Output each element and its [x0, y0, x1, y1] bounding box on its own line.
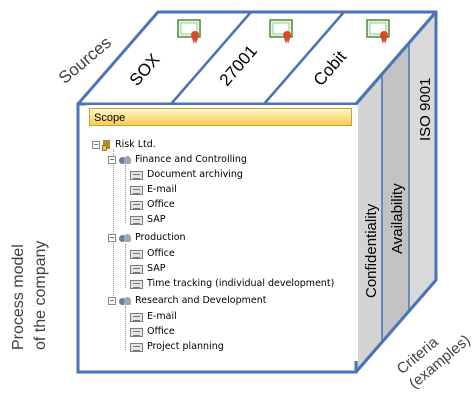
application-icon	[130, 185, 143, 195]
top-divider-1	[170, 11, 252, 105]
tree-item-label: Office	[147, 199, 175, 210]
people-icon	[118, 296, 132, 307]
company-icon	[102, 139, 112, 151]
tree-item[interactable]: Document archiving	[130, 168, 243, 182]
tree-connector	[125, 306, 126, 350]
scope-header: Scope	[89, 108, 352, 126]
tree-item-label: Time tracking (individual development)	[147, 278, 335, 289]
criteria-label-confidentiality: Confidentiality	[363, 203, 380, 298]
criteria-label-iso9001: ISO 9001	[417, 78, 434, 141]
tree-item-label: E-mail	[147, 184, 177, 195]
certificate-icon	[177, 19, 201, 44]
tree-root-label: Risk Ltd.	[115, 139, 156, 150]
tree-connector	[125, 244, 126, 288]
collapse-icon[interactable]: −	[108, 155, 116, 164]
application-icon	[130, 312, 143, 322]
tree-root[interactable]: − Risk Ltd.	[92, 138, 156, 152]
tree-item[interactable]: Office	[130, 198, 175, 212]
tree-item[interactable]: Office	[130, 247, 175, 261]
application-icon	[130, 342, 143, 352]
tree-item-label: Document archiving	[147, 169, 243, 180]
tree-item[interactable]: Time tracking (individual development)	[130, 277, 334, 291]
tree-group-label: Finance and Controlling	[135, 154, 247, 165]
process-model-axis-label: Process model of the company	[8, 241, 52, 350]
tree-item-label: Office	[147, 326, 175, 337]
tree-item-label: SAP	[147, 263, 166, 274]
process-label-line-2: of the company	[32, 240, 49, 350]
application-icon	[130, 249, 143, 259]
certificate-icon	[366, 19, 390, 44]
tree-group-production[interactable]: − Production	[108, 231, 186, 245]
tree-group-label: Research and Development	[135, 295, 267, 306]
application-icon	[130, 170, 143, 180]
certificate-icon	[269, 19, 293, 44]
scope-tree-panel: Scope − Risk Ltd. − Finance and Controll…	[86, 105, 358, 361]
collapse-icon[interactable]: −	[108, 296, 116, 305]
tree-item[interactable]: E-mail	[130, 310, 177, 324]
criteria-label-availability: Availability	[389, 183, 406, 254]
application-icon	[130, 264, 143, 274]
tree-item-label: Office	[147, 248, 175, 259]
tree-item[interactable]: Office	[130, 325, 175, 339]
process-label-line-1: Process model	[10, 244, 27, 350]
application-icon	[130, 279, 143, 289]
tree-connector	[113, 149, 114, 304]
top-divider-2	[263, 11, 345, 105]
application-icon	[130, 200, 143, 210]
tree-connector	[125, 165, 126, 223]
tree-item-label: Project planning	[147, 341, 224, 352]
tree-group-finance[interactable]: − Finance and Controlling	[108, 153, 247, 167]
side-stripe-2	[409, 12, 436, 311]
tree-item-label: E-mail	[147, 311, 177, 322]
tree-item[interactable]: E-mail	[130, 183, 177, 197]
tree-item[interactable]: Project planning	[130, 340, 224, 354]
tree-item[interactable]: SAP	[130, 213, 165, 227]
collapse-icon[interactable]: −	[108, 233, 116, 242]
application-icon	[130, 327, 143, 337]
application-icon	[130, 215, 143, 225]
people-icon	[118, 233, 132, 244]
side-stripe-1	[382, 43, 409, 342]
tree-group-research[interactable]: − Research and Development	[108, 294, 266, 308]
tree-group-label: Production	[135, 232, 186, 243]
collapse-icon[interactable]: −	[92, 140, 100, 149]
tree-item[interactable]: SAP	[130, 262, 165, 276]
people-icon	[118, 155, 132, 166]
tree-item-label: SAP	[147, 214, 166, 225]
